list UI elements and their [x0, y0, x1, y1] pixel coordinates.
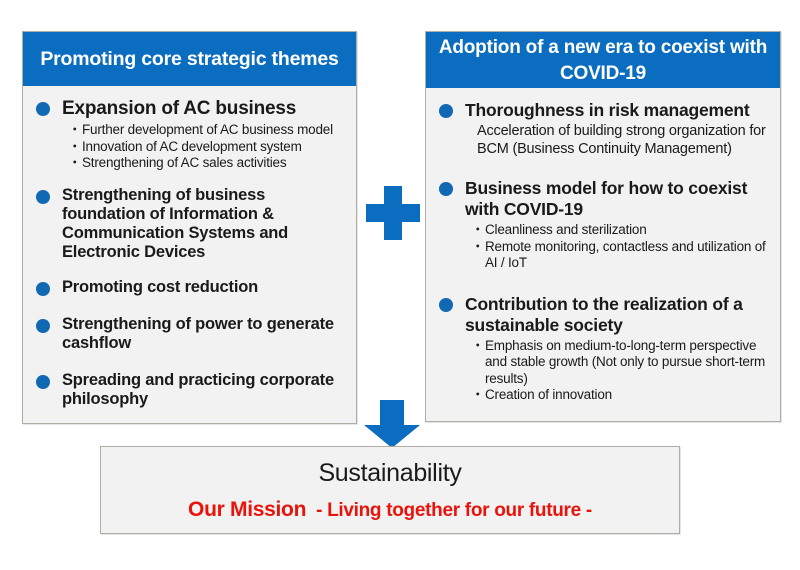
left-panel-body: Expansion of AC business Further develop…	[23, 86, 356, 409]
bullet-dot-icon	[36, 189, 50, 204]
left-panel-header: Promoting core strategic themes	[23, 32, 356, 86]
bullet-dot-icon	[36, 281, 50, 296]
right-panel-body: Thoroughness in risk management Accelera…	[426, 88, 780, 404]
left-strategy-panel: Promoting core strategic themes Expansio…	[22, 31, 357, 424]
bullet-dot-icon	[439, 104, 453, 118]
list-item: Business model for how to coexist with C…	[438, 178, 772, 272]
list-item: Spreading and practicing corporate philo…	[35, 371, 346, 409]
sub-list-item: Creation of innovation	[471, 387, 772, 404]
sub-list-item: Cleanliness and sterilization	[471, 222, 772, 239]
list-item-description: Acceleration of building strong organiza…	[477, 123, 766, 157]
sub-list: Cleanliness and sterilization Remote mon…	[465, 222, 772, 272]
plus-icon	[366, 186, 420, 240]
down-arrow-shaft	[380, 400, 404, 426]
list-item-title: Strengthening of power to generate cashf…	[62, 314, 334, 352]
bullet-dot-icon	[439, 297, 453, 312]
sub-list-item: Further development of AC business model	[68, 122, 346, 139]
sub-list: Further development of AC business model…	[62, 122, 346, 172]
mission-row: Our Mission - Living together for our fut…	[101, 498, 679, 522]
bullet-dot-icon	[36, 102, 50, 116]
sub-list-item: Strengthening of AC sales activities	[68, 155, 346, 172]
bullet-dot-icon	[36, 374, 50, 389]
right-covid-panel: Adoption of a new era to coexist with CO…	[425, 31, 781, 422]
bullet-dot-icon	[36, 318, 50, 333]
list-item-title: Thoroughness in risk management	[465, 100, 750, 120]
plus-icon-vertical-bar	[384, 186, 402, 240]
sub-list: Emphasis on medium-to-long-term perspect…	[465, 338, 772, 404]
list-item-title: Strengthening of business foundation of …	[62, 185, 289, 261]
sustainability-box: Sustainability Our Mission - Living toget…	[100, 446, 680, 534]
list-item-title: Spreading and practicing corporate philo…	[62, 370, 334, 408]
sustainability-title: Sustainability	[318, 459, 462, 487]
list-item: Promoting cost reduction	[35, 278, 346, 297]
bullet-dot-icon	[439, 182, 453, 196]
mission-label: Our Mission	[188, 498, 307, 521]
right-panel-header: Adoption of a new era to coexist with CO…	[426, 32, 780, 88]
mission-tagline: - Living together for our future -	[316, 500, 592, 521]
down-arrow-head	[364, 425, 420, 448]
list-item: Thoroughness in risk management Accelera…	[438, 100, 772, 158]
list-item-title: Business model for how to coexist with C…	[465, 178, 748, 219]
sub-list-item: Innovation of AC development system	[68, 139, 346, 156]
list-item: Strengthening of power to generate cashf…	[35, 315, 346, 353]
down-arrow-icon	[364, 400, 420, 448]
list-item-title: Expansion of AC business	[62, 98, 297, 119]
list-item-title: Contribution to the realization of a sus…	[465, 293, 743, 335]
list-item: Strengthening of business foundation of …	[35, 186, 346, 262]
list-item-title: Promoting cost reduction	[62, 277, 258, 296]
sub-list-item: Remote monitoring, contactless and utili…	[471, 239, 772, 272]
list-item: Contribution to the realization of a sus…	[438, 294, 772, 404]
sub-list-item: Emphasis on medium-to-long-term perspect…	[471, 338, 772, 388]
list-item: Expansion of AC business Further develop…	[35, 98, 346, 172]
